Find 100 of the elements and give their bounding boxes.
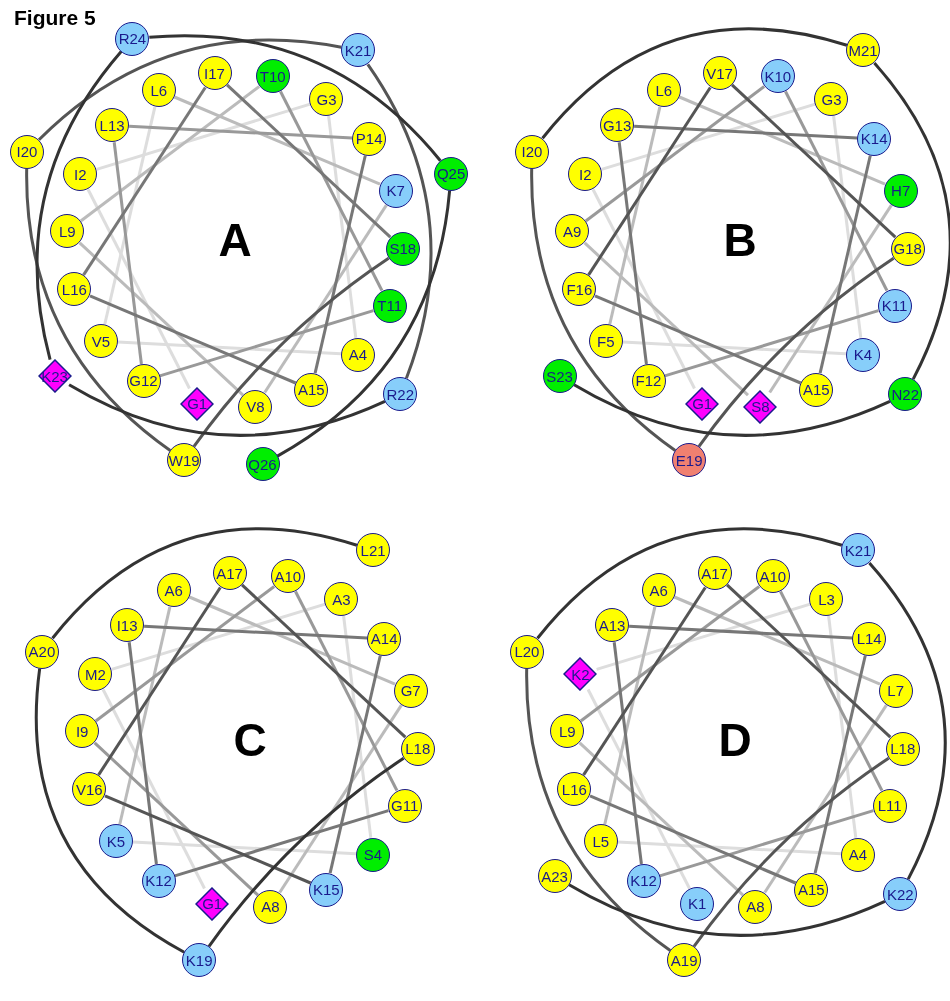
residue-circle: A20	[24, 634, 59, 669]
connector-line	[97, 586, 222, 776]
residue-circle: L13	[95, 108, 130, 143]
residue-circle: L20	[509, 634, 544, 669]
connector-line	[673, 595, 881, 686]
connector-line	[525, 668, 672, 952]
residue-circle: A17	[697, 556, 732, 591]
connector-line	[159, 309, 374, 378]
residue-circle: W19	[167, 443, 202, 478]
connector-line	[634, 124, 858, 140]
connector-line	[263, 204, 388, 394]
connector-line	[603, 606, 657, 825]
residue-circle: K7	[378, 173, 413, 208]
residue-circle: S18	[385, 231, 420, 266]
residue-circle: K12	[141, 863, 176, 898]
connector-line	[68, 383, 386, 437]
residue-circle: A19	[667, 943, 702, 978]
connector-line	[584, 85, 766, 223]
connector-line	[103, 106, 157, 325]
panel-letter: C	[233, 713, 267, 767]
connector-line	[276, 190, 452, 458]
panel-letter: A	[218, 213, 252, 267]
connector-line	[779, 590, 884, 792]
connector-line	[86, 188, 191, 390]
panel-letter: D	[718, 713, 752, 767]
panel-letter: B	[723, 213, 757, 267]
residue-circle: L9	[550, 714, 585, 749]
connector-line	[366, 63, 433, 379]
connector-line	[34, 668, 185, 954]
connector-line	[118, 606, 172, 825]
connector-line	[586, 688, 691, 890]
connector-line	[327, 115, 358, 338]
residue-circle: I2	[63, 157, 98, 192]
residue-circle: G13	[600, 108, 635, 143]
connector-line	[78, 241, 245, 397]
residue-circle: V5	[83, 324, 118, 359]
residue-circle: A6	[641, 573, 676, 608]
connector-line	[89, 294, 297, 385]
residue-circle: A8	[738, 889, 773, 924]
residue-circle: I17	[197, 56, 232, 91]
residue-circle: A17	[212, 556, 247, 591]
connector-line	[578, 741, 745, 897]
connector-line	[240, 583, 407, 739]
residue-circle: L18	[400, 731, 435, 766]
residue-circle: A10	[270, 559, 305, 594]
residue-circle: F5	[588, 324, 623, 359]
connector-line	[617, 142, 648, 365]
connector-line	[763, 704, 888, 894]
residue-circle: N22	[888, 377, 923, 412]
residue-circle: F16	[562, 272, 597, 307]
connector-line	[541, 27, 848, 140]
connector-line	[827, 615, 858, 838]
connector-line	[96, 102, 311, 171]
residue-circle: T11	[372, 288, 407, 323]
connector-line	[127, 642, 158, 865]
residue-circle: A15	[799, 372, 834, 407]
connector-line	[818, 155, 872, 374]
residue-circle: K21	[841, 533, 876, 568]
connector-line	[149, 34, 442, 162]
residue-circle: L5	[583, 824, 618, 859]
connector-line	[725, 583, 892, 739]
residue-circle: V17	[702, 56, 737, 91]
residue-circle: I20	[9, 134, 44, 169]
residue-circle: E19	[672, 443, 707, 478]
residue-circle: Q26	[245, 447, 280, 482]
residue-circle: L3	[809, 582, 844, 617]
residue-circle: R24	[115, 21, 150, 56]
connector-line	[93, 741, 260, 897]
connector-line	[188, 595, 396, 686]
residue-circle: K15	[309, 872, 344, 907]
connector-line	[112, 142, 143, 365]
residue-circle: R22	[383, 377, 418, 412]
residue-circle: A3	[324, 582, 359, 617]
residue-circle: L11	[872, 788, 907, 823]
residue-circle: L6	[646, 73, 681, 108]
residue-circle: I13	[110, 608, 145, 643]
residue-circle: A10	[755, 559, 790, 594]
residue-circle: M2	[78, 657, 113, 692]
connector-line	[79, 85, 261, 223]
connector-line	[51, 527, 358, 640]
connector-line	[225, 83, 392, 239]
connector-line	[612, 642, 643, 865]
residue-circle: A8	[253, 889, 288, 924]
residue-circle: A15	[294, 372, 329, 407]
connector-line	[313, 155, 367, 374]
connector-line	[111, 602, 326, 671]
residue-circle: A4	[340, 337, 375, 372]
connector-line	[278, 704, 403, 894]
residue-circle: L16	[57, 272, 92, 307]
connector-line	[279, 90, 384, 292]
connector-line	[579, 585, 761, 723]
connector-line	[617, 840, 841, 856]
connector-line	[536, 527, 843, 640]
residue-circle: K5	[98, 824, 133, 859]
connector-line	[868, 562, 947, 880]
connector-line	[101, 688, 206, 890]
connector-line	[82, 86, 207, 276]
connector-line	[784, 90, 889, 292]
residue-circle: K10	[760, 59, 795, 94]
residue-circle: G3	[814, 82, 849, 117]
